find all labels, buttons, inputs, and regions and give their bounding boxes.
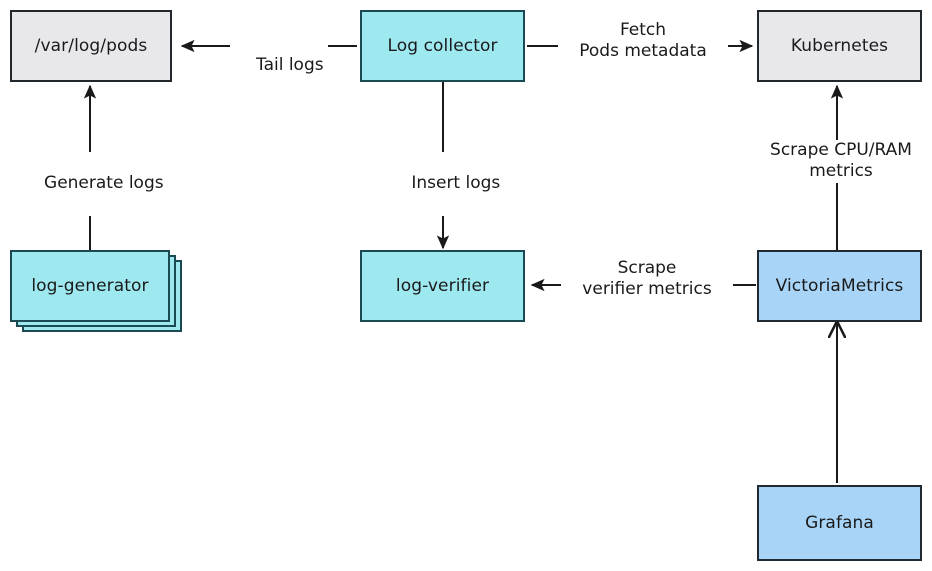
node-label: VictoriaMetrics: [775, 275, 904, 296]
node-label: /var/log/pods: [34, 35, 148, 56]
edge-label-line2: metrics: [809, 161, 873, 182]
node-kubernetes[interactable]: Kubernetes: [757, 10, 922, 82]
edge-label-tail-logs: Tail logs: [230, 34, 328, 98]
edge-label-line2: verifier metrics: [582, 279, 712, 300]
edge-label-line1: Fetch: [619, 20, 667, 40]
node-label: log-verifier: [395, 275, 490, 296]
edge-label-fetch-pods-metadata: Fetch Pods metadata: [558, 20, 728, 63]
node-label: Log collector: [387, 35, 498, 56]
node-log-collector[interactable]: Log collector: [360, 10, 525, 82]
edge-label-text: Generate logs: [44, 173, 164, 194]
node-grafana[interactable]: Grafana: [757, 485, 922, 561]
edge-label-line1: Scrape CPU/RAM: [770, 140, 912, 160]
node-label: Kubernetes: [790, 35, 889, 56]
edge-label-insert-logs: Insert logs: [381, 152, 509, 216]
node-log-verifier[interactable]: log-verifier: [360, 250, 525, 322]
node-var-log-pods[interactable]: /var/log/pods: [10, 10, 172, 82]
node-log-generator[interactable]: log-generator: [10, 250, 170, 322]
edge-label-text: Tail logs: [256, 55, 324, 76]
edge-label-line2: Pods metadata: [579, 41, 707, 62]
edge-label-line1: Scrape: [617, 258, 677, 278]
edge-label-scrape-verifier-metrics: Scrape verifier metrics: [561, 258, 733, 301]
edge-label-generate-logs: Generate logs: [16, 152, 170, 216]
node-label: Grafana: [805, 512, 874, 533]
edge-label-text: Insert logs: [411, 173, 501, 194]
node-victoriametrics[interactable]: VictoriaMetrics: [757, 250, 922, 322]
node-label: log-generator: [31, 275, 149, 296]
edge-label-scrape-cpu-ram-metrics: Scrape CPU/RAM metrics: [745, 140, 932, 183]
